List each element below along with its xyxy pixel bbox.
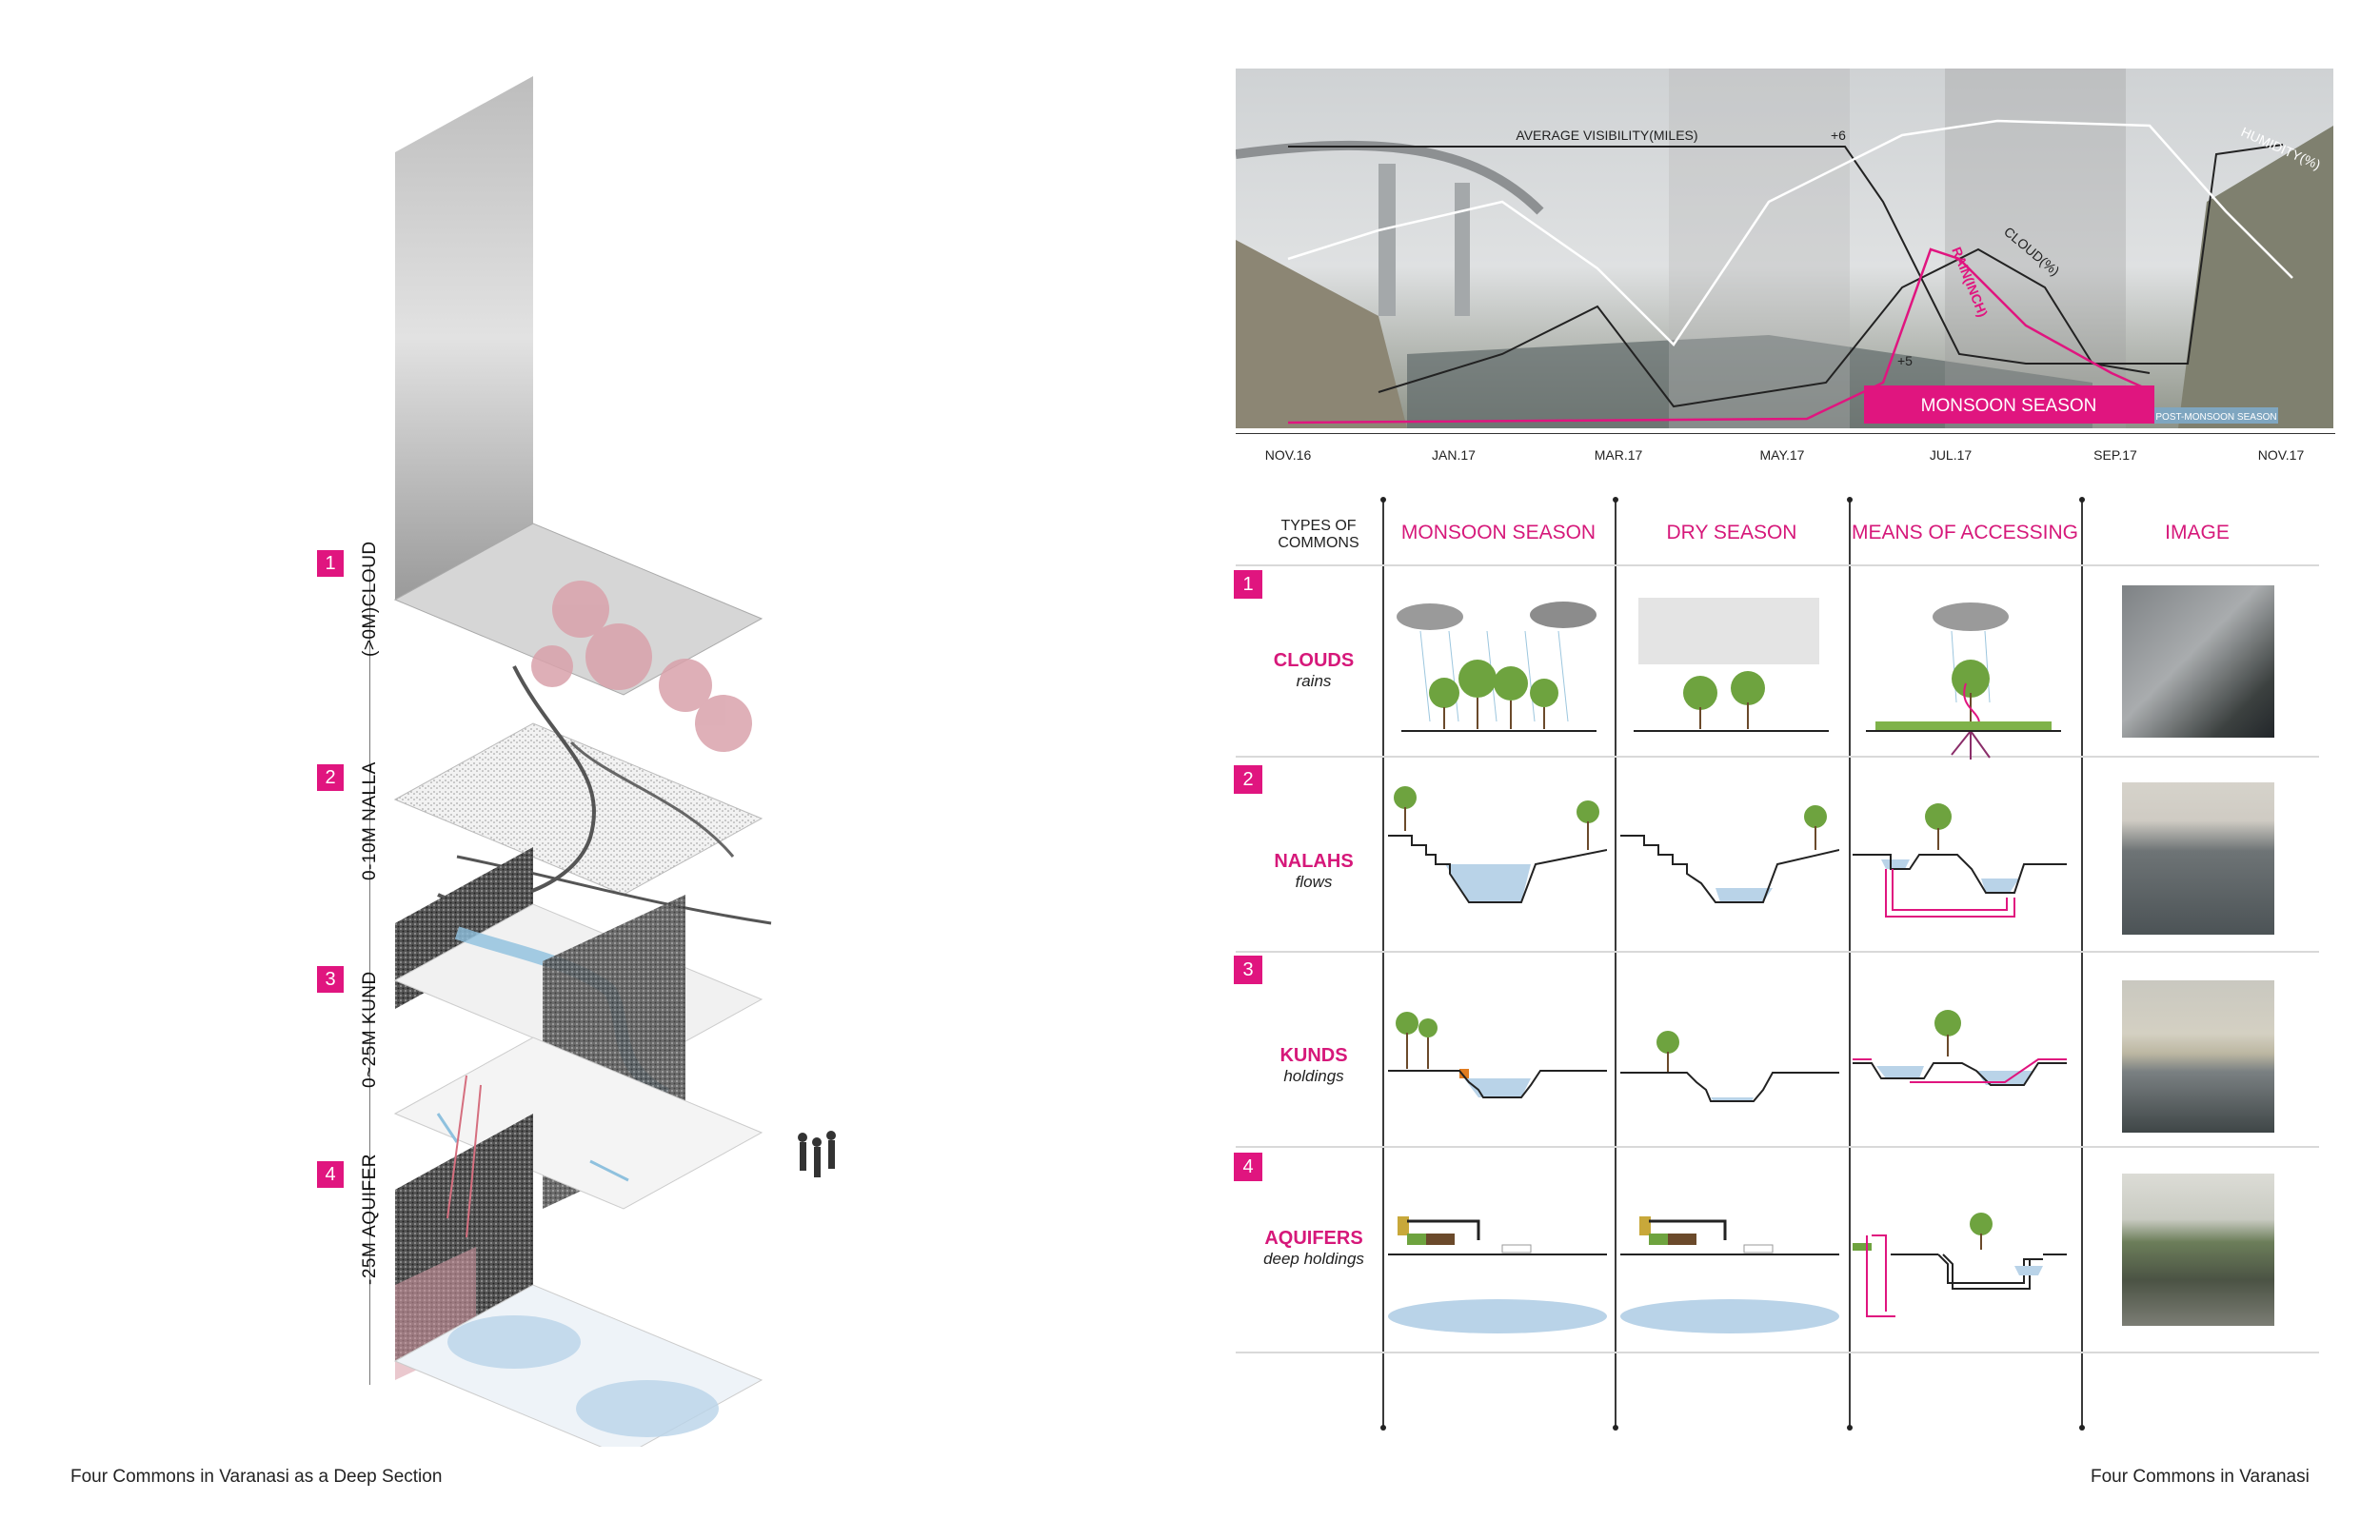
- table-row-divider: [1236, 951, 2319, 953]
- row-1-badge: 1: [1234, 570, 1262, 599]
- post-monsoon-season-bar: [2154, 407, 2278, 424]
- month-label-nov16: NOV.16: [1264, 447, 1312, 463]
- cloud-line: [1378, 247, 2151, 408]
- visibility-line: [1288, 144, 2284, 365]
- table-row-divider: [1236, 1146, 2319, 1148]
- month-label-may17: MAY.17: [1759, 447, 1805, 463]
- table-col-divider-1: [1382, 500, 1384, 1428]
- climate-chart: MONSOON SEASON POST-MONSOON SEASON AVERA…: [1235, 69, 2333, 428]
- row-1-name: CLOUDS rains: [1247, 650, 1380, 691]
- table-row-divider: [1236, 1352, 2319, 1353]
- divider-dot: [2079, 1425, 2085, 1431]
- monsoon-season-label: MONSOON SEASON: [1921, 396, 2097, 416]
- kunds-photo: [2122, 980, 2274, 1133]
- row-3-badge: 3: [1234, 956, 1262, 984]
- layer-1-badge: 1: [317, 550, 344, 577]
- layer-3-label: 0~25M KUND: [360, 971, 380, 1088]
- header-image: IMAGE: [2165, 522, 2230, 543]
- row-3-name: KUNDS holdings: [1247, 1045, 1380, 1086]
- row-1-title: CLOUDS: [1273, 650, 1355, 671]
- row-2-badge: 2: [1234, 765, 1262, 794]
- table-col-divider-3: [1849, 500, 1851, 1428]
- month-label-jul17: JUL.17: [1929, 447, 1973, 463]
- divider-dot: [1847, 497, 1853, 503]
- month-label-jan17: JAN.17: [1432, 447, 1476, 463]
- divider-dot: [1847, 1425, 1853, 1431]
- monsoon-season-bar: [1864, 385, 2154, 424]
- row-1-subtitle: rains: [1296, 672, 1332, 690]
- header-means-of-accessing: MEANS OF ACCESSING: [1851, 522, 2079, 543]
- layer-3-badge: 3: [317, 966, 344, 993]
- depth-axis-line: [369, 566, 370, 1385]
- month-label-nov17: NOV.17: [2257, 447, 2305, 463]
- row-4-name: AQUIFERS deep holdings: [1247, 1228, 1380, 1269]
- nalahs-photo: [2122, 782, 2274, 935]
- aquifers-access-illustration: [1853, 1213, 2067, 1317]
- row-3-title: KUNDS: [1279, 1045, 1348, 1066]
- visibility-max-label: +6: [1831, 128, 1846, 143]
- table-col-divider-4: [2081, 500, 2083, 1428]
- row-2-name: NALAHS flows: [1247, 851, 1380, 892]
- table-row-divider: [1236, 756, 2319, 758]
- row-3-subtitle: holdings: [1283, 1067, 1344, 1085]
- layer-2-badge: 2: [317, 764, 344, 791]
- layer-1-label: (>0M)CLOUD: [360, 541, 380, 657]
- rain-line: [1287, 247, 2151, 424]
- table-col-divider-2: [1615, 500, 1616, 1428]
- kunds-access-illustration: [1853, 1010, 2067, 1086]
- header-dry-season: DRY SEASON: [1666, 522, 1797, 543]
- clouds-access-illustration: [1866, 602, 2061, 760]
- left-caption: Four Commons in Varanasi as a Deep Secti…: [70, 1467, 443, 1487]
- axonometric-layers: [393, 76, 836, 1457]
- deep-section-axonometric: [324, 76, 857, 1457]
- nalahs-access-illustration: [1853, 803, 2067, 918]
- row-4-badge: 4: [1234, 1153, 1262, 1181]
- nalahs-monsoon-illustration: [1388, 786, 1607, 903]
- aquifers-photo: [2122, 1174, 2274, 1326]
- table-row-divider: [1236, 564, 2319, 566]
- layer-4-badge: 4: [317, 1161, 344, 1188]
- humidity-line: [1287, 119, 2293, 346]
- divider-dot: [1380, 497, 1386, 503]
- clouds-dry-illustration: [1634, 598, 1829, 732]
- month-label-sep17: SEP.17: [2093, 447, 2137, 463]
- layer-2-label: 0-10M NALLA: [360, 761, 380, 880]
- row-4-subtitle: deep holdings: [1263, 1250, 1364, 1268]
- post-monsoon-label: POST-MONSOON SEASON: [2155, 412, 2276, 423]
- kunds-dry-illustration: [1620, 1031, 1839, 1102]
- clouds-monsoon-illustration: [1397, 602, 1597, 732]
- row-4-title: AQUIFERS: [1264, 1228, 1363, 1249]
- right-caption: Four Commons in Varanasi: [2091, 1467, 2310, 1487]
- row-2-title: NALAHS: [1274, 851, 1354, 872]
- month-axis-line: [1236, 433, 2335, 434]
- chart-canvas: MONSOON SEASON POST-MONSOON SEASON AVERA…: [1235, 69, 2333, 428]
- month-label-mar17: MAR.17: [1594, 447, 1643, 463]
- clouds-photo: [2122, 585, 2274, 738]
- nalahs-dry-illustration: [1620, 805, 1839, 903]
- header-types-of-commons: TYPES OF COMMONS: [1278, 518, 1359, 551]
- visibility-label: AVERAGE VISIBILITY(MILES): [1516, 128, 1697, 143]
- header-monsoon-season: MONSOON SEASON: [1400, 522, 1597, 543]
- layer-4-label: -25M AQUIFER: [360, 1154, 380, 1285]
- row-2-subtitle: flows: [1295, 873, 1333, 891]
- divider-dot: [1380, 1425, 1386, 1431]
- divider-dot: [1613, 1425, 1618, 1431]
- aquifers-dry-illustration: [1620, 1216, 1839, 1333]
- divider-dot: [1613, 497, 1618, 503]
- divider-dot: [2079, 497, 2085, 503]
- kunds-monsoon-illustration: [1388, 1012, 1607, 1098]
- rain-mark-label: +5: [1897, 353, 1913, 368]
- aquifers-monsoon-illustration: [1388, 1216, 1607, 1333]
